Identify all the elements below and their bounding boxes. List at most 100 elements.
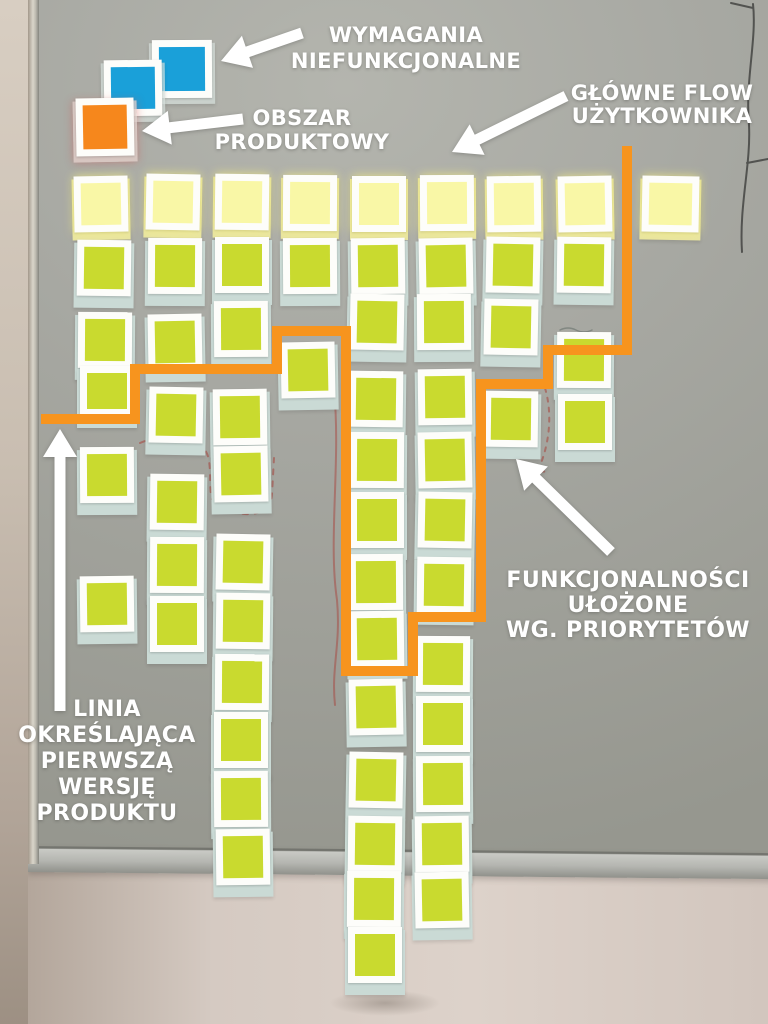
sticky-note-green (145, 386, 207, 456)
note-fill (425, 244, 467, 288)
note-fill (359, 183, 399, 225)
note-frame (347, 815, 403, 873)
note-frame (417, 368, 473, 426)
label-product-area-line1: OBSZAR (252, 106, 352, 130)
sticky-note-green (413, 293, 475, 363)
note-frame (215, 237, 269, 293)
note-frame (417, 491, 473, 549)
note-frame (350, 492, 404, 548)
sticky-note-green (212, 592, 274, 662)
note-frame (483, 298, 539, 356)
note-frame (348, 553, 404, 611)
sticky-note-yellow (417, 174, 477, 240)
note-frame (416, 556, 472, 614)
label-nonfunctional-line1: WYMAGANIA (328, 23, 484, 47)
note-frame (415, 755, 471, 813)
note-frame (282, 237, 338, 295)
note-frame (212, 388, 268, 446)
sticky-note-green (480, 298, 542, 368)
sticky-note-yellow (71, 175, 131, 241)
note-frame (214, 653, 270, 711)
note-frame (348, 370, 404, 428)
note-fill (563, 243, 605, 287)
note-fill (426, 181, 468, 225)
note-fill (83, 246, 125, 290)
sticky-note-green (414, 368, 476, 438)
sticky-note-green (344, 815, 406, 885)
note-fill (422, 642, 464, 686)
note-frame (147, 313, 203, 371)
note-frame (418, 237, 474, 295)
note-fill (357, 244, 399, 288)
note-frame (558, 394, 612, 450)
note-fill (158, 46, 206, 92)
label-product-area: OBSZAR PRODUKTOWY (202, 106, 402, 154)
sticky-note-green (347, 492, 407, 560)
note-fill (354, 822, 396, 866)
note-fill (490, 305, 532, 349)
note-fill (86, 453, 128, 497)
note-frame (77, 311, 133, 369)
note-fill (564, 182, 606, 226)
sticky-note-green (343, 870, 405, 940)
sticky-note-green (345, 553, 407, 623)
sticky-note-yellow (484, 175, 544, 241)
note-frame (349, 293, 405, 351)
sticky-note-green (346, 293, 408, 363)
sticky-note-green (210, 300, 272, 370)
label-mvp-line5: PRODUKTU (36, 801, 178, 826)
sticky-note-green (553, 236, 615, 306)
note-fill (289, 181, 331, 225)
note-fill (222, 599, 264, 643)
sticky-note-green (212, 237, 272, 305)
note-frame (416, 293, 472, 351)
note-frame (150, 596, 204, 652)
note-fill (80, 182, 122, 226)
sticky-note-green (482, 236, 544, 306)
label-main-flow-line2: UŻYTKOWNIKA (571, 104, 753, 128)
note-fill (221, 719, 261, 761)
label-mvp-line3: PIERWSZĄ (40, 749, 174, 774)
label-mvp-line: LINIA OKREŚLAJĄCA PIERWSZĄ WERSJĘ PRODUK… (12, 697, 202, 827)
sticky-note-yellow (280, 174, 340, 240)
sticky-note-green (346, 431, 408, 501)
sticky-note-green (415, 237, 477, 307)
note-fill (421, 878, 463, 922)
sticky-note-green (345, 751, 407, 821)
note-fill (156, 543, 198, 587)
sticky-note-yellow (350, 176, 408, 240)
sticky-note-green (73, 239, 135, 309)
note-fill (221, 660, 263, 704)
note-frame (214, 173, 270, 231)
note-fill (353, 877, 395, 921)
note-frame (346, 870, 402, 928)
note-fill (492, 243, 534, 287)
note-frame (352, 176, 406, 232)
note-frame (75, 97, 135, 157)
note-fill (355, 758, 397, 802)
note-fill (84, 318, 126, 362)
note-frame (147, 237, 203, 295)
sticky-note-green (411, 871, 473, 941)
note-fill (423, 563, 465, 607)
note-frame (215, 828, 271, 886)
note-fill (421, 822, 463, 866)
note-fill (357, 499, 397, 541)
note-frame (417, 431, 473, 489)
note-frame (348, 927, 402, 983)
note-frame (282, 174, 338, 232)
sticky-note-green (412, 635, 474, 705)
sticky-note-green (413, 696, 473, 764)
note-frame (486, 175, 542, 233)
note-fill (152, 180, 194, 224)
note-frame (557, 175, 613, 233)
note-frame (350, 237, 406, 295)
note-frame (414, 815, 470, 873)
sticky-note-green (345, 370, 407, 440)
note-frame (215, 592, 271, 650)
sticky-note-green (345, 678, 407, 748)
note-fill (424, 498, 466, 542)
note-fill (220, 777, 262, 821)
note-fill (422, 762, 464, 806)
sticky-note-orange (72, 97, 138, 163)
